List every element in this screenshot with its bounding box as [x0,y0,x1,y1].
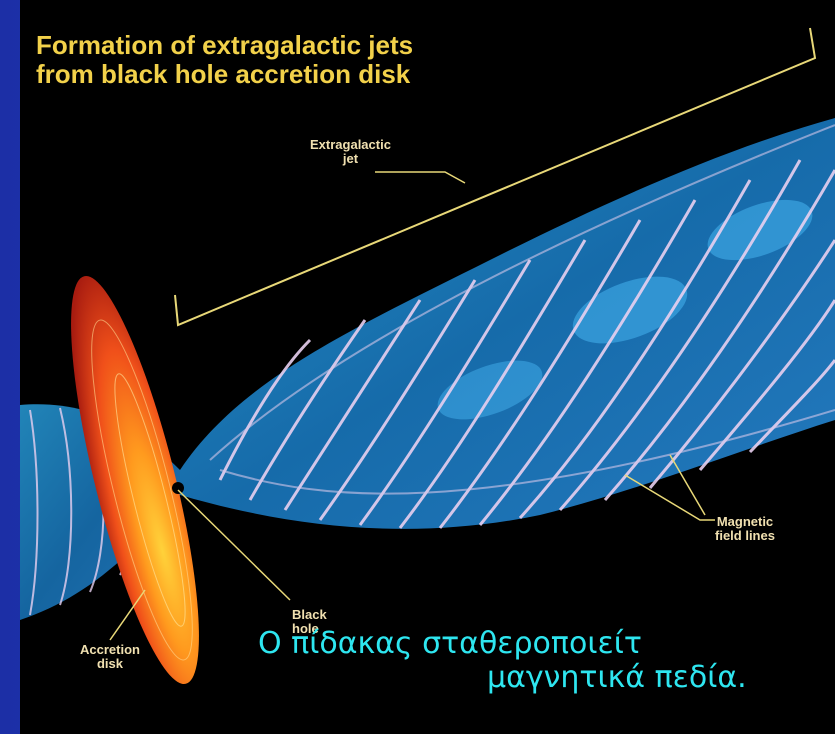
black-hole [172,482,184,494]
label-black-hole-line-1: Black [292,608,327,622]
label-jet-line-1: Extragalactic [310,138,391,152]
label-magnetic-field-lines: Magnetic field lines [715,515,775,543]
title-line-1: Formation of extragalactic jets [36,31,413,60]
label-jet-line-2: jet [310,152,391,166]
diagram-title: Formation of extragalactic jets from bla… [36,31,413,89]
label-accretion-line-1: Accretion [80,643,140,657]
caption-line-1: Ο πίδακας σταθεροποιείτ [258,626,642,662]
label-accretion-line-2: disk [80,657,140,671]
title-line-2: from black hole accretion disk [36,60,413,89]
jet-illustration [20,0,835,734]
label-magnetic-line-1: Magnetic [715,515,775,529]
figure-frame [20,0,835,734]
label-magnetic-line-2: field lines [715,529,775,543]
label-extragalactic-jet: Extragalactic jet [310,138,391,166]
jet-leader [375,172,465,183]
label-accretion-disk: Accretion disk [80,643,140,671]
caption-line-2: μαγνητικά πεδία. [487,660,747,696]
jet-right [180,118,835,529]
